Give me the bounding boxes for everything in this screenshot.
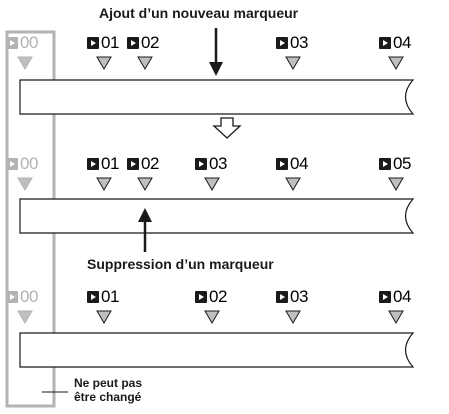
marker-triangle xyxy=(204,310,220,324)
marker-triangle xyxy=(204,177,220,191)
marker-triangle xyxy=(96,310,112,324)
marker-flag-icon xyxy=(6,37,18,49)
marker-triangle xyxy=(285,177,301,191)
marker-flag-icon xyxy=(276,291,288,303)
marker-flag-icon xyxy=(87,291,99,303)
arrow-down-add xyxy=(209,28,223,76)
marker-flag-icon xyxy=(379,291,391,303)
marker-flag-icon xyxy=(195,291,207,303)
marker-label: 05 xyxy=(379,155,411,173)
marker-label: 04 xyxy=(276,155,308,173)
title-remove-marker: Suppression d’un marqueur xyxy=(87,256,274,272)
marker-label: 03 xyxy=(276,34,308,52)
marker-triangle xyxy=(96,177,112,191)
timeline-bar xyxy=(19,79,415,115)
timeline-row-1 xyxy=(17,28,415,115)
note-line-1: Ne peut pas xyxy=(74,376,143,390)
marker-triangle xyxy=(285,310,301,324)
transition-arrow xyxy=(212,117,242,139)
marker-label: 03 xyxy=(195,155,227,173)
marker-flag-icon xyxy=(379,158,391,170)
marker-flag-icon xyxy=(127,37,139,49)
marker-flag-icon xyxy=(6,158,18,170)
marker-flag-icon xyxy=(195,158,207,170)
marker-triangle xyxy=(137,56,153,70)
marker-triangle xyxy=(96,56,112,70)
marker-flag-icon xyxy=(276,37,288,49)
marker-label: 02 xyxy=(195,288,227,306)
marker-triangle xyxy=(17,177,33,191)
marker-label: 04 xyxy=(379,34,411,52)
marker-triangle xyxy=(137,177,153,191)
marker-triangle xyxy=(17,310,33,324)
marker-triangle xyxy=(388,177,404,191)
timeline-bar xyxy=(19,198,415,234)
marker-flag-icon xyxy=(379,37,391,49)
timeline-bar xyxy=(19,332,415,368)
marker-label: 02 xyxy=(127,34,159,52)
marker-label: 03 xyxy=(276,288,308,306)
marker-flag-icon xyxy=(127,158,139,170)
arrow-up-remove xyxy=(138,208,152,252)
marker-label: 01 xyxy=(87,288,119,306)
note-line-2: être changé xyxy=(74,390,142,404)
marker-flag-icon xyxy=(87,37,99,49)
marker-triangle xyxy=(388,56,404,70)
marker-label: 00 xyxy=(6,34,38,52)
title-add-marker: Ajout d’un nouveau marqueur xyxy=(99,5,299,21)
marker-triangle xyxy=(17,56,33,70)
marker-label: 00 xyxy=(6,288,38,306)
marker-triangle xyxy=(285,56,301,70)
timeline-row-2 xyxy=(17,177,415,252)
marker-label: 00 xyxy=(6,155,38,173)
marker-label: 04 xyxy=(379,288,411,306)
marker-label: 02 xyxy=(127,155,159,173)
timeline-row-3 xyxy=(17,310,415,368)
note-cannot-change: Ne peut pas être changé xyxy=(74,376,142,404)
marker-label: 01 xyxy=(87,155,119,173)
marker-flag-icon xyxy=(276,158,288,170)
marker-flag-icon xyxy=(87,158,99,170)
marker-flag-icon xyxy=(6,291,18,303)
marker-label: 01 xyxy=(87,34,119,52)
marker-triangle xyxy=(388,310,404,324)
